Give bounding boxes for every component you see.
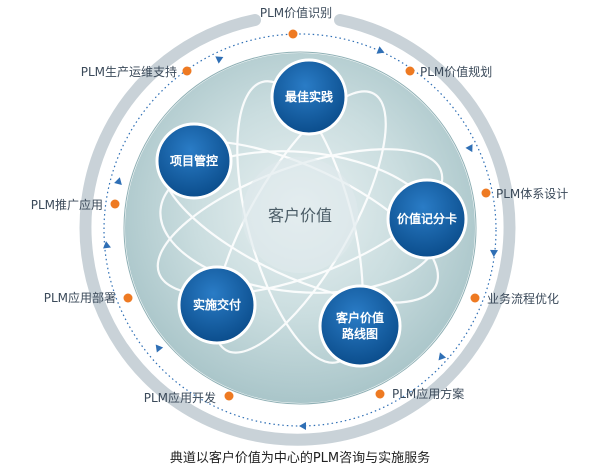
outer-ring-arc bbox=[79, 14, 516, 446]
cycle-dot bbox=[182, 66, 192, 76]
cycle-arrows bbox=[103, 46, 498, 430]
arrow-icon bbox=[465, 144, 473, 153]
arrow-icon bbox=[114, 177, 122, 186]
cycle-dot bbox=[481, 188, 491, 198]
cycle-dot bbox=[288, 29, 298, 39]
cycle-step-application-solution[interactable]: PLM应用方案 bbox=[375, 386, 465, 401]
center-label: 客户价值 bbox=[268, 206, 332, 225]
cycle-label: PLM应用部署 bbox=[44, 290, 116, 305]
cycle-label: PLM应用方案 bbox=[392, 386, 464, 401]
node-best-practice-label: 最佳实践 bbox=[285, 89, 333, 104]
cycle-dot bbox=[470, 293, 480, 303]
cycle-dot bbox=[123, 293, 133, 303]
cycle-dot bbox=[375, 389, 385, 399]
arrow-icon bbox=[490, 249, 498, 257]
cycle-label: PLM价值识别 bbox=[260, 5, 332, 20]
cycle-step-value-identification[interactable]: PLM价值识别 bbox=[260, 5, 332, 39]
node-value-scorecard[interactable]: 价值记分卡 bbox=[386, 178, 468, 260]
cycle-track bbox=[103, 33, 497, 427]
main-disc-rim bbox=[123, 51, 477, 405]
cycle-dot bbox=[405, 66, 415, 76]
cycle-step-system-design[interactable]: PLM体系设计 bbox=[481, 187, 569, 201]
cycle-label: PLM价值规划 bbox=[420, 64, 492, 79]
cycle-step-application-deployment[interactable]: PLM应用部署 bbox=[44, 290, 133, 305]
node-customer-value-roadmap-label-line1: 客户价值 bbox=[335, 310, 384, 325]
cycle-step-value-planning[interactable]: PLM价值规划 bbox=[405, 64, 493, 79]
cycle-step-application-development[interactable]: PLM应用开发 bbox=[144, 390, 234, 405]
figure-caption: 典道以客户价值为中心的PLM咨询与实施服务 bbox=[170, 450, 430, 466]
cycle-step-process-optimization[interactable]: 业务流程优化 bbox=[470, 291, 560, 306]
cycle-label: PLM推广应用 bbox=[31, 197, 103, 212]
cycle-step-application-promotion[interactable]: PLM推广应用 bbox=[31, 197, 120, 212]
arrow-icon bbox=[215, 56, 224, 64]
cycle-label: 业务流程优化 bbox=[487, 291, 559, 306]
cycle-label: PLM应用开发 bbox=[144, 390, 216, 405]
node-project-control-label: 项目管控 bbox=[170, 153, 218, 168]
node-implementation-delivery[interactable]: 实施交付 bbox=[177, 265, 257, 345]
node-customer-value-roadmap-label-line2: 路线图 bbox=[342, 326, 378, 341]
node-value-scorecard-label: 价值记分卡 bbox=[397, 211, 457, 226]
arrow-icon bbox=[438, 352, 447, 361]
arrow-icon bbox=[103, 241, 111, 249]
node-best-practice[interactable]: 最佳实践 bbox=[270, 58, 348, 136]
center-glow bbox=[242, 157, 358, 273]
arrow-icon bbox=[155, 344, 164, 353]
node-implementation-delivery-label: 实施交付 bbox=[193, 297, 241, 312]
node-project-control[interactable]: 项目管控 bbox=[155, 122, 233, 200]
cycle-dot bbox=[110, 199, 120, 209]
arrow-icon bbox=[376, 46, 385, 54]
cycle-label: PLM生产运维支持 bbox=[81, 64, 177, 79]
node-customer-value-roadmap[interactable]: 客户价值 路线图 bbox=[318, 284, 402, 368]
cycle-step-operation-support[interactable]: PLM生产运维支持 bbox=[81, 64, 192, 79]
cycle-label: PLM体系设计 bbox=[496, 187, 568, 201]
cycle-dot bbox=[224, 391, 234, 401]
arrow-icon bbox=[299, 422, 306, 430]
